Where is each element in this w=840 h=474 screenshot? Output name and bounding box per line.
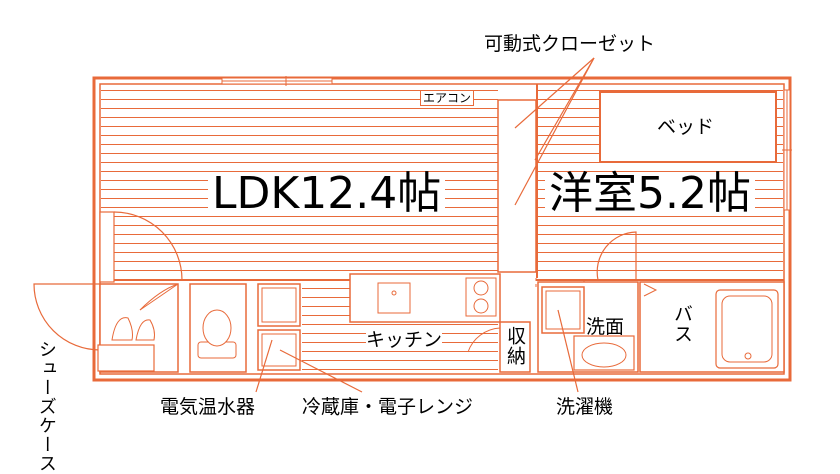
closet-area — [497, 99, 537, 273]
fridge-microwave-label: 冷蔵庫・電子レンジ — [302, 396, 474, 418]
water-heater-label: 電気温水器 — [160, 396, 256, 418]
washing-machine-label: 洗濯機 — [556, 396, 614, 418]
aircon-label: エアコン — [420, 90, 475, 106]
bed — [599, 91, 777, 163]
sink — [377, 282, 411, 314]
western-room-label: 洋室5.2帖 — [545, 172, 755, 216]
bath-label: バス — [671, 304, 693, 344]
movable-closet-label: 可動式クローゼット — [484, 33, 656, 55]
bathtub — [715, 289, 779, 369]
washing-machine — [541, 286, 585, 334]
storage-label: 収納 — [504, 326, 526, 366]
ldk-label: LDK12.4帖 — [208, 172, 446, 216]
bed-label: ベッド — [657, 116, 715, 138]
outer-wall — [92, 76, 792, 382]
shoe-case-label: シューズケース — [35, 340, 57, 473]
storage — [499, 321, 531, 373]
water-heater — [257, 283, 301, 327]
kitchen-label: キッチン — [366, 329, 443, 351]
washbasin-label: 洗面 — [586, 316, 625, 338]
